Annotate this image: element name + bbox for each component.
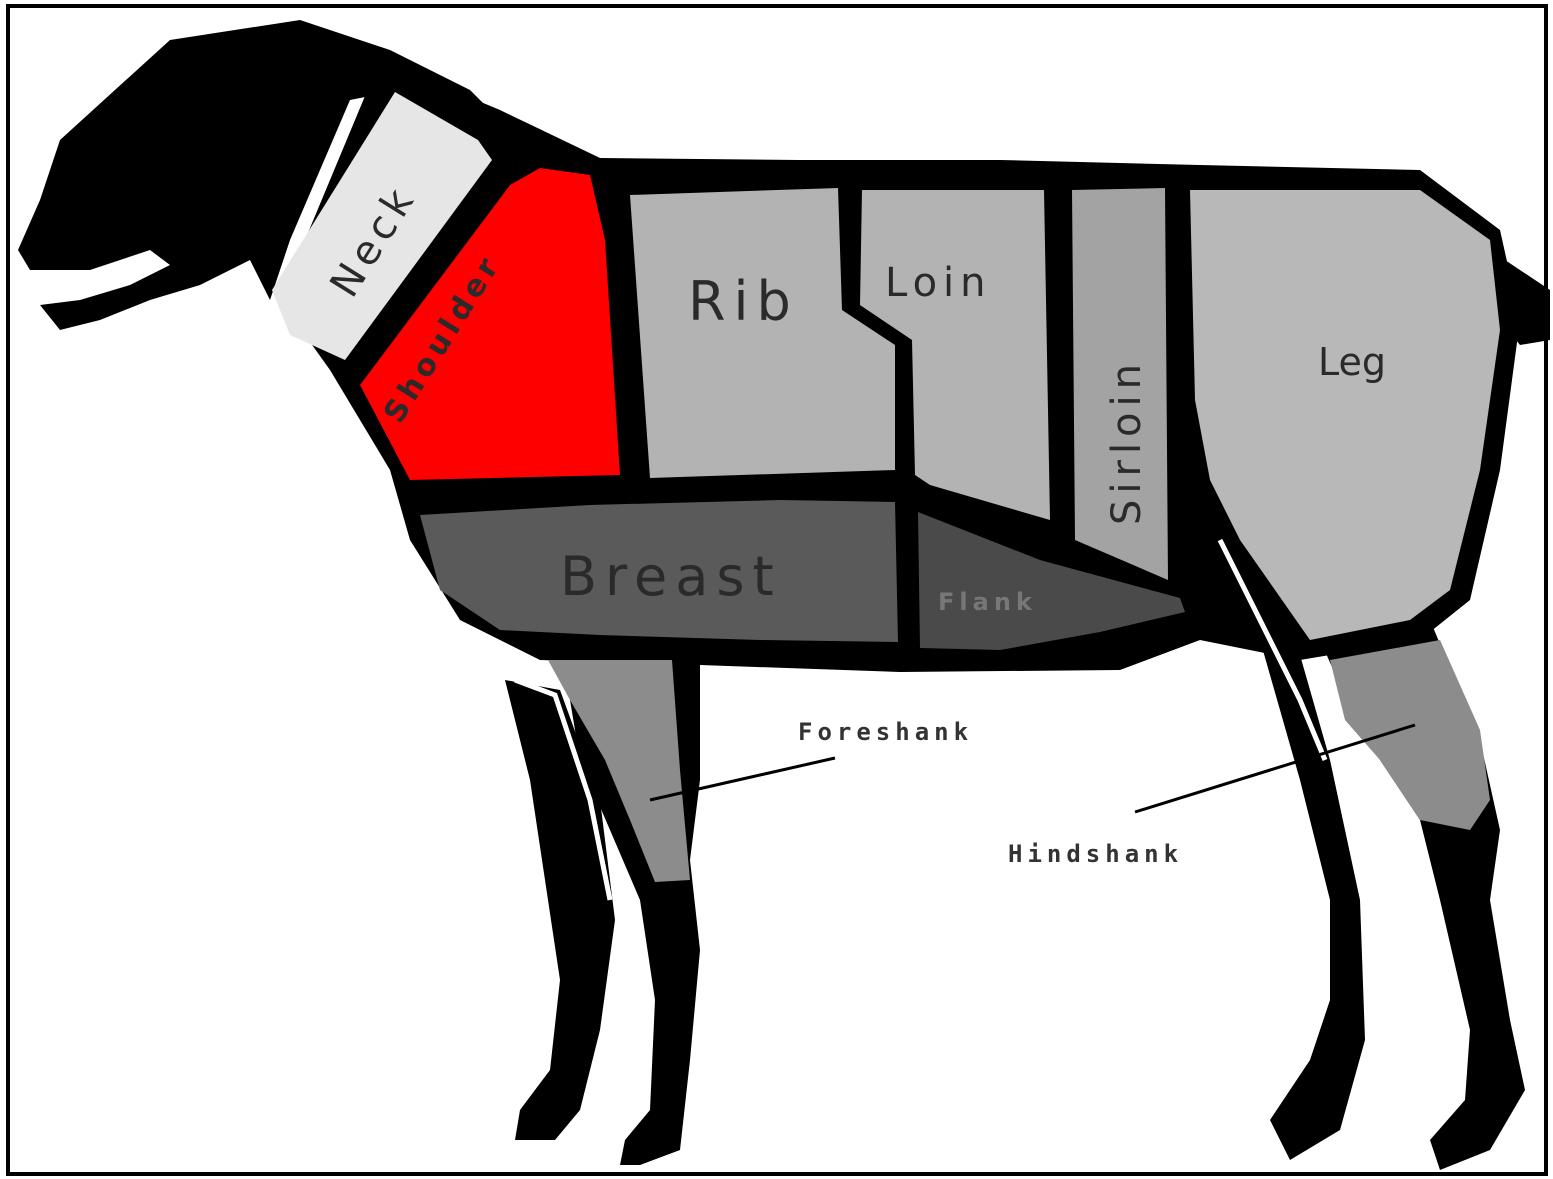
- label-sirloin: Sirloin: [1104, 358, 1150, 525]
- label-hindshank: Hindshank: [1008, 840, 1183, 868]
- label-loin: Loin: [885, 260, 992, 306]
- label-leg: Leg: [1318, 340, 1386, 384]
- label-breast: Breast: [560, 545, 782, 608]
- label-rib: Rib: [688, 270, 799, 333]
- label-flank: Flank: [938, 588, 1037, 616]
- label-foreshank: Foreshank: [798, 718, 973, 746]
